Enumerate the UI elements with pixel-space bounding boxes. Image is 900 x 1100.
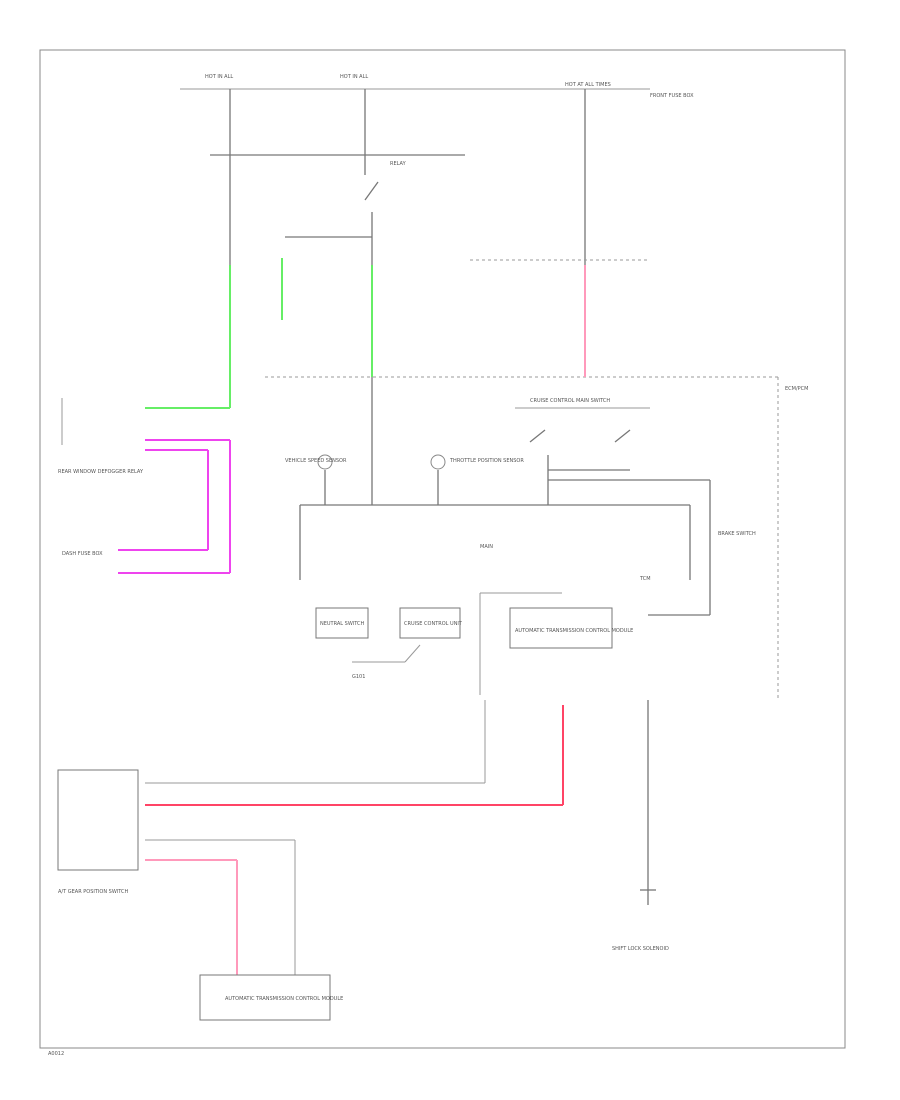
neutral-label: NEUTRAL SWITCH [320,621,365,627]
cc-unit-box [399,607,461,639]
cc-ground-diag [404,644,421,663]
main-label: MAIN [480,544,493,550]
bottom-module-label: AUTOMATIC TRANSMISSION CONTROL MODULE [225,996,343,1002]
cruise-label: CRUISE CONTROL MAIN SWITCH [530,398,610,404]
cruise-switch-2 [614,429,631,443]
ecm-label: ECM/PCM [785,386,808,392]
hot-label-2: HOT IN ALL [340,74,368,80]
relay-label: RELAY [390,161,407,167]
shift-lock-label: SHIFT LOCK SOLENOID [612,946,669,952]
throttle-label: THROTTLE POSITION SENSOR [449,458,524,464]
hot-label-3: HOT AT ALL TIMES [565,82,611,88]
footer-label: A0012 [48,1051,64,1057]
auto-trans-box [509,607,613,649]
neutral-sw-box [315,607,369,639]
bottom-module-box [199,974,331,1021]
brake-label: BRAKE SWITCH [718,531,756,537]
throttle-sensor-icon [430,454,446,470]
cc-unit-label: CRUISE CONTROL UNIT [404,621,463,627]
speed-sensor-label: VEHICLE SPEED SENSOR [285,458,347,464]
dash-fuse-label: DASH FUSE BOX [62,551,103,557]
gear-sw-box [57,769,139,871]
tcm-label: TCM [639,576,651,582]
relay-switch [364,181,379,201]
fuse-box-right-label: FRONT FUSE BOX [650,93,694,99]
gear-sw-label: A/T GEAR POSITION SWITCH [58,889,129,895]
rear-window-label: REAR WINDOW DEFOGGER RELAY [58,469,144,475]
diagram-frame [39,49,846,1049]
ground-label: G101 [352,674,365,680]
speed-sensor-icon [317,454,333,470]
auto-trans-label: AUTOMATIC TRANSMISSION CONTROL MODULE [515,628,633,634]
hot-label-1: HOT IN ALL [205,74,233,80]
cruise-switch-1 [529,429,546,443]
